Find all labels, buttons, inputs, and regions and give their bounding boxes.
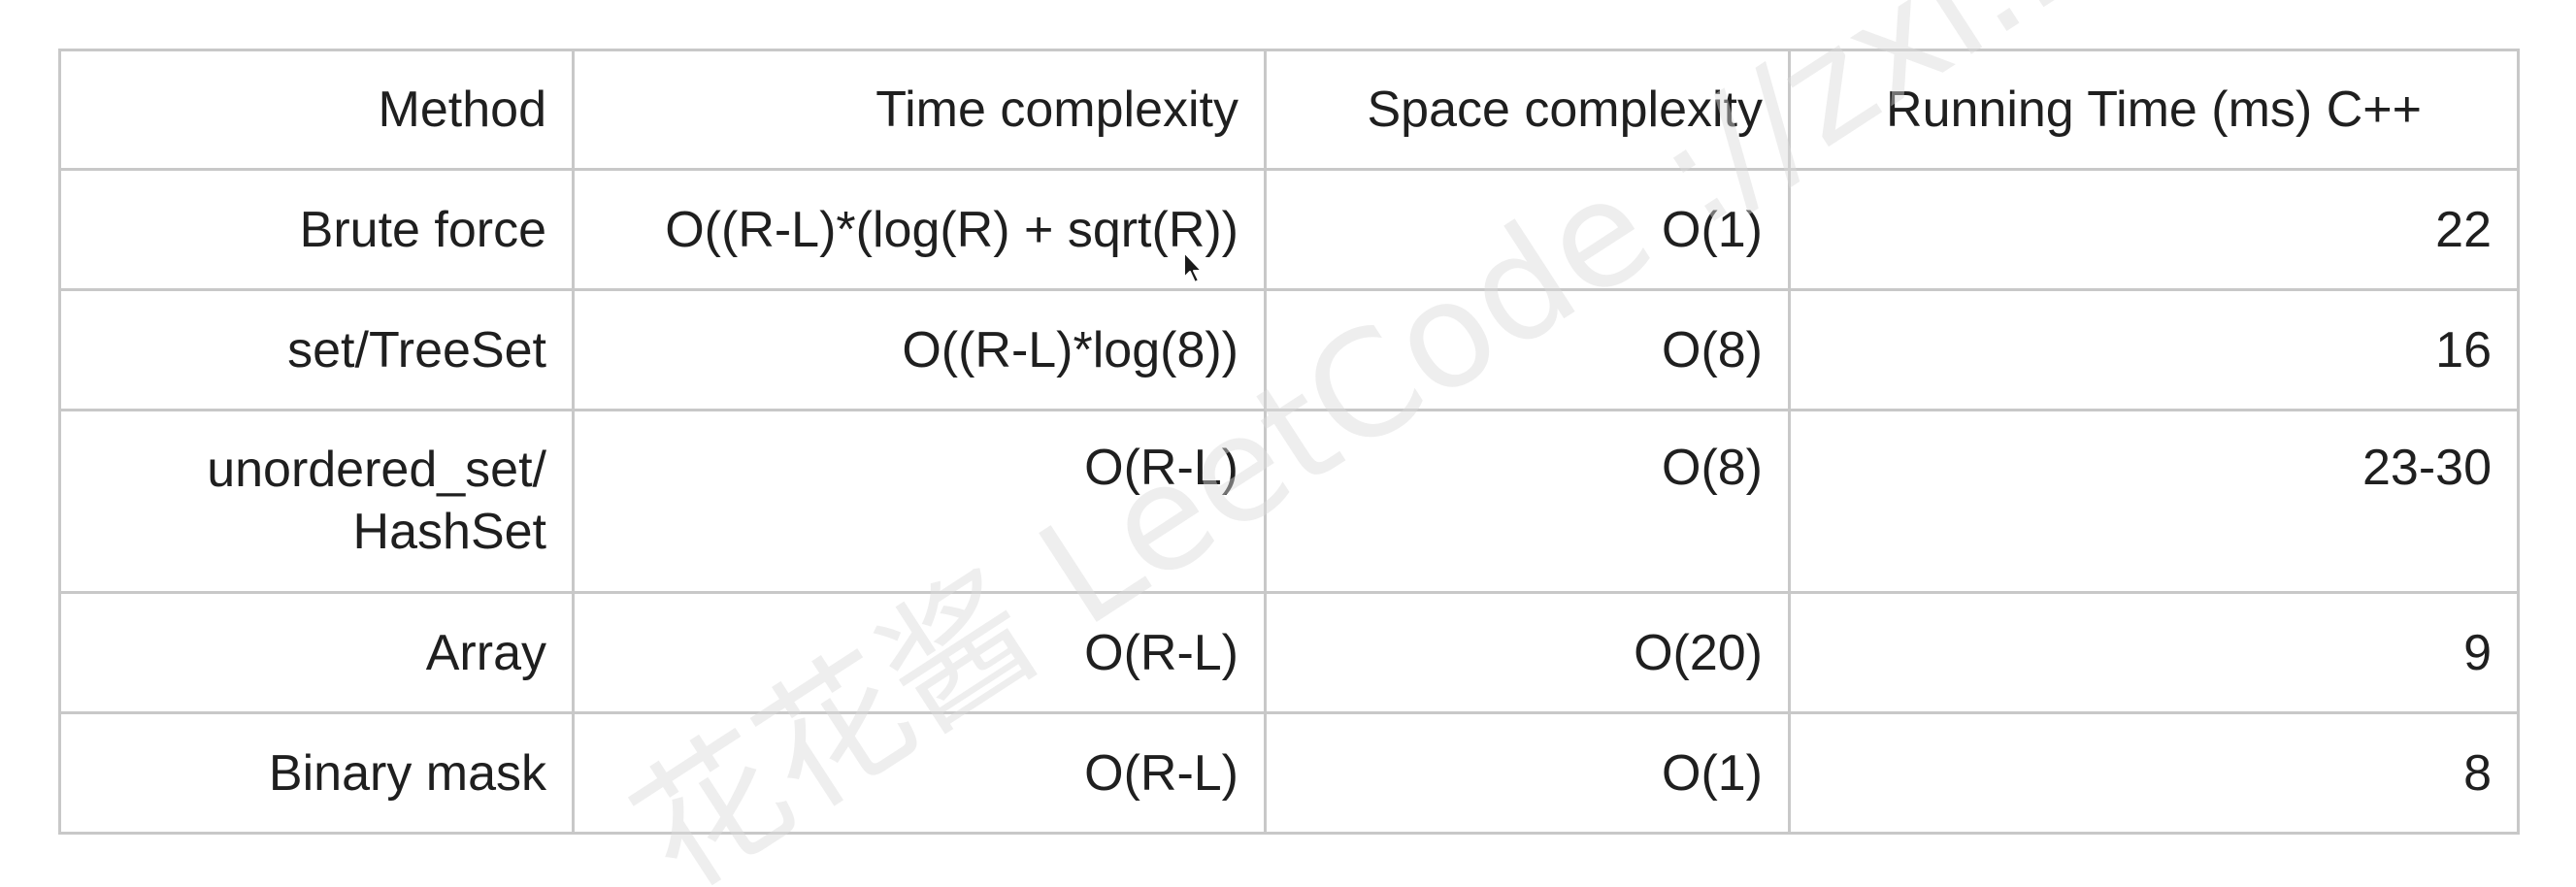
table-row: Binary mask O(R-L) O(1) 8 bbox=[58, 711, 2520, 835]
time-complexity-cell: O(R-L) bbox=[572, 711, 1267, 835]
method-cell: Binary mask bbox=[58, 711, 575, 835]
running-time-cell: 8 bbox=[1788, 711, 2520, 835]
method-name-line-1: unordered_set/ bbox=[207, 442, 546, 498]
time-complexity-cell: O(R-L) bbox=[572, 409, 1267, 594]
time-complexity-cell: O(R-L) bbox=[572, 591, 1267, 714]
method-cell: unordered_set/ HashSet bbox=[58, 409, 575, 594]
header-time-complexity: Time complexity bbox=[572, 49, 1267, 171]
table-row: Brute force O((R-L)*(log(R) + sqrt(R)) O… bbox=[58, 168, 2520, 291]
space-complexity-cell: O(20) bbox=[1264, 591, 1791, 714]
mouse-pointer-icon bbox=[1183, 251, 1203, 283]
method-cell: Brute force bbox=[58, 168, 575, 291]
space-complexity-cell: O(8) bbox=[1264, 409, 1791, 594]
space-complexity-cell: O(1) bbox=[1264, 711, 1791, 835]
method-name: set/TreeSet bbox=[287, 321, 546, 378]
method-cell: Array bbox=[58, 591, 575, 714]
space-complexity-cell: O(8) bbox=[1264, 288, 1791, 411]
header-space-complexity: Space complexity bbox=[1264, 49, 1791, 171]
header-running-time: Running Time (ms) C++ bbox=[1788, 49, 2520, 171]
table-row: unordered_set/ HashSet O(R-L) O(8) 23-30 bbox=[58, 409, 2520, 594]
table-row: set/TreeSet O((R-L)*log(8)) O(8) 16 bbox=[58, 288, 2520, 411]
space-complexity-cell: O(1) bbox=[1264, 168, 1791, 291]
method-name: Brute force bbox=[299, 201, 546, 258]
time-complexity-cell: O((R-L)*log(8)) bbox=[572, 288, 1267, 411]
method-name: Array bbox=[425, 624, 546, 681]
running-time-cell: 9 bbox=[1788, 591, 2520, 714]
time-complexity-cell: O((R-L)*(log(R) + sqrt(R)) bbox=[572, 168, 1267, 291]
running-time-cell: 22 bbox=[1788, 168, 2520, 291]
header-row: Method Time complexity Space complexity … bbox=[58, 49, 2520, 171]
header-method: Method bbox=[58, 49, 575, 171]
method-name-line-2: HashSet bbox=[352, 504, 546, 560]
table-row: Array O(R-L) O(20) 9 bbox=[58, 591, 2520, 714]
running-time-cell: 16 bbox=[1788, 288, 2520, 411]
running-time-cell: 23-30 bbox=[1788, 409, 2520, 594]
method-name: Binary mask bbox=[268, 744, 546, 802]
complexity-table: Method Time complexity Space complexity … bbox=[58, 49, 2520, 835]
method-cell: set/TreeSet bbox=[58, 288, 575, 411]
